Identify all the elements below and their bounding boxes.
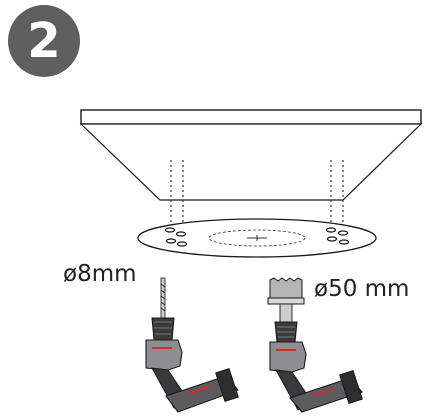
drill-diameter-8mm-label: ø8mm [63, 261, 137, 287]
drill-with-twist-bit-icon [145, 277, 239, 413]
ceiling-slab [79, 109, 423, 201]
drill-diameter-50mm-label: ø50 mm [314, 276, 410, 302]
step-number-badge: 2 [8, 5, 80, 77]
step-number: 2 [27, 13, 61, 69]
drill-with-hole-saw-icon [267, 277, 363, 413]
mounting-template [137, 218, 377, 258]
